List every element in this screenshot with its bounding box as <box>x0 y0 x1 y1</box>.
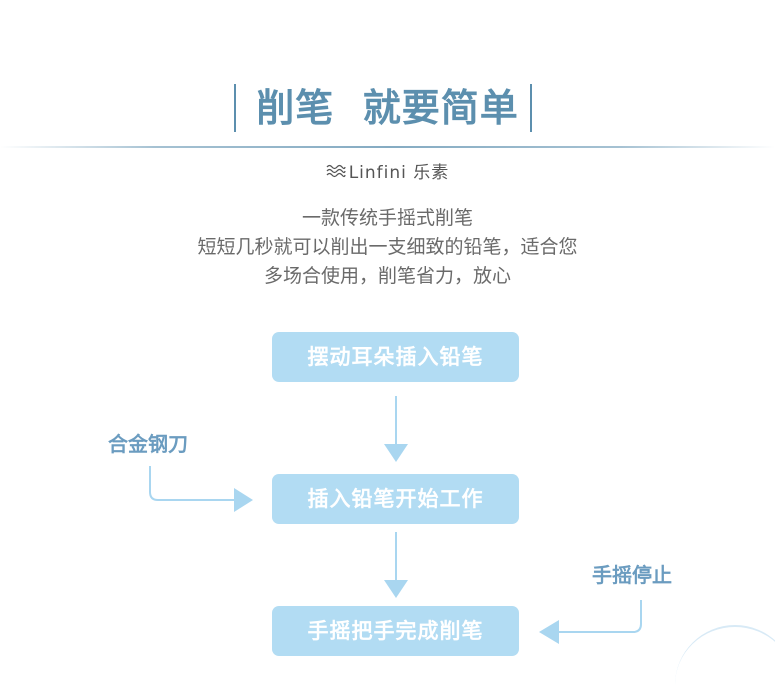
wave-logo-icon <box>326 163 346 183</box>
page-title: 削笔 就要简单 <box>256 85 519 130</box>
description-line: 短短几秒就可以削出一支细致的铅笔，适合您 <box>197 236 578 258</box>
description-line: 多场合使用，削笔省力，放心 <box>263 265 511 287</box>
arrow-left-label-to-step2 <box>149 466 253 512</box>
label-alloy-blade: 合金钢刀 <box>108 432 188 456</box>
title-right-bar <box>530 84 532 132</box>
flow-step-1: 摆动耳朵插入铅笔 <box>272 332 519 382</box>
title-left-bar <box>234 84 236 132</box>
flow-step-2: 插入铅笔开始工作 <box>272 474 519 524</box>
brand-logo: Linfini 乐素 <box>0 158 775 183</box>
title-divider <box>0 146 775 148</box>
corner-decoration <box>675 625 775 687</box>
brand-name: Linfini <box>348 163 407 183</box>
brand-cn-name: 乐素 <box>413 163 450 183</box>
flow-arrows <box>149 396 642 644</box>
flow-step-3: 手摇把手完成削笔 <box>272 606 519 656</box>
product-description: 一款传统手摇式削笔 短短几秒就可以削出一支细致的铅笔，适合您 多场合使用，削笔省… <box>0 204 775 291</box>
arrow-step2-to-step3 <box>384 532 408 598</box>
description-line: 一款传统手摇式削笔 <box>301 207 473 229</box>
arrow-right-label-to-step3 <box>539 600 642 644</box>
arrow-step1-to-step2 <box>384 396 408 462</box>
label-crank-stop: 手摇停止 <box>592 563 672 587</box>
